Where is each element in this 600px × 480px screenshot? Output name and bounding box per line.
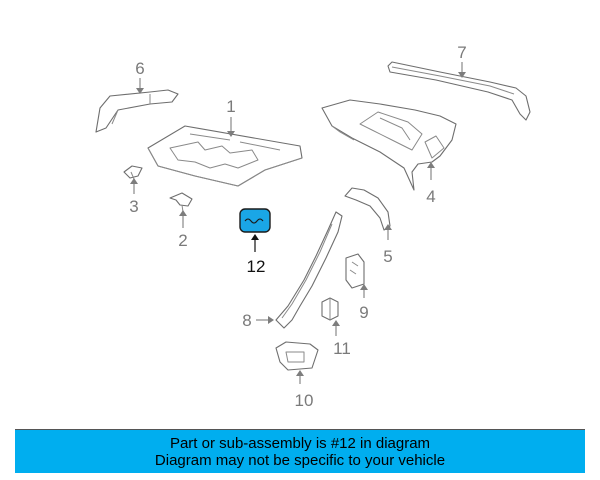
callout-3-label: 3 (129, 197, 138, 216)
callout-11: 11 (332, 320, 351, 358)
callout-5-label: 5 (383, 247, 392, 266)
part-4-quarter-trim (321, 99, 457, 191)
callout-1: 1 (226, 97, 236, 137)
part-2-bracket (169, 192, 193, 213)
part-7-rail-trim (387, 61, 531, 121)
info-banner: Part or sub-assembly is #12 in diagram D… (15, 429, 585, 473)
callout-2-label: 2 (178, 231, 187, 250)
part-8-pillar-trim (275, 211, 343, 329)
callout-12-label: 12 (247, 257, 266, 276)
part-12-highlighted[interactable] (239, 208, 271, 233)
callout-9: 9 (359, 284, 369, 322)
callout-12: 12 (247, 234, 266, 276)
callout-1-label: 1 (226, 97, 235, 116)
callout-6-label: 6 (135, 59, 144, 78)
callout-8: 8 (242, 311, 274, 330)
callout-4: 4 (426, 162, 436, 206)
callout-10-label: 10 (295, 391, 314, 410)
callout-8-label: 8 (242, 311, 251, 330)
callout-7-label: 7 (457, 43, 466, 62)
banner-line-2: Diagram may not be specific to your vehi… (154, 451, 446, 469)
part-9-bracket (345, 253, 365, 289)
callout-10: 10 (295, 370, 314, 410)
callout-11-label: 11 (333, 339, 351, 358)
callout-5: 5 (383, 224, 393, 266)
part-5-garnish (344, 187, 391, 231)
callout-9-label: 9 (359, 303, 368, 322)
part-1-shelf-trim (147, 125, 303, 187)
callout-7: 7 (457, 43, 467, 78)
part-10-pocket (275, 341, 319, 371)
part-11-block (321, 297, 339, 321)
callout-6: 6 (135, 59, 145, 94)
part-6-bracket (95, 89, 179, 133)
banner-line-1: Part or sub-assembly is #12 in diagram (169, 434, 431, 452)
callout-2: 2 (178, 210, 188, 250)
callout-4-label: 4 (426, 187, 435, 206)
callout-3: 3 (129, 178, 139, 216)
part-3-clip (123, 165, 143, 180)
